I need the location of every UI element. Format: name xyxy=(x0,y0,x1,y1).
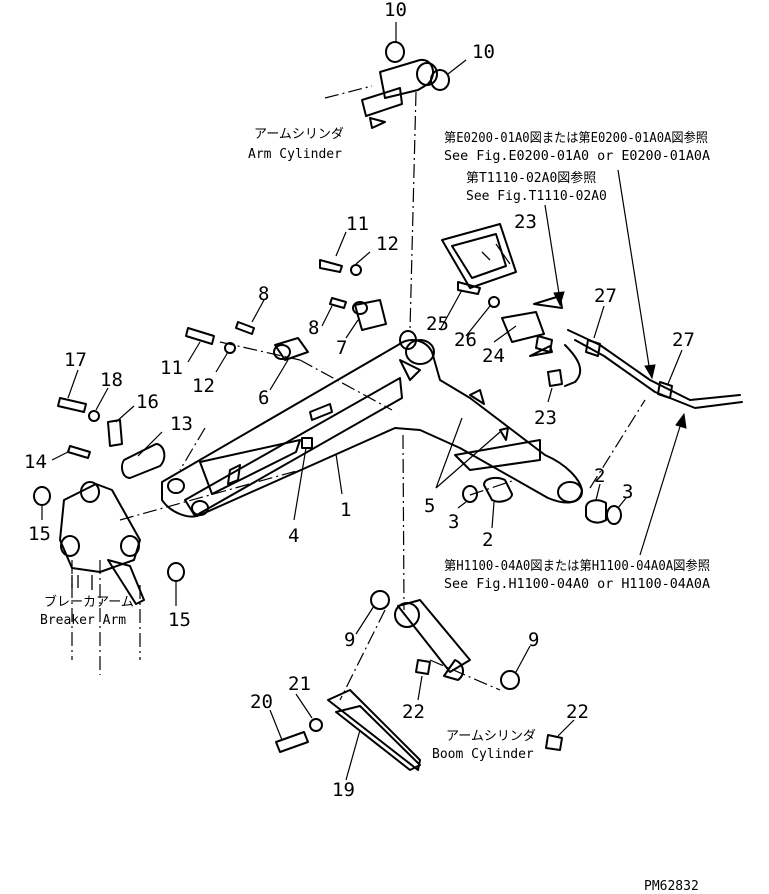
callout-10b: 10 xyxy=(472,41,495,63)
pins-and-bolts xyxy=(57,259,387,479)
callout-22a: 22 xyxy=(402,701,425,723)
hoses xyxy=(535,329,743,409)
callout-9b: 9 xyxy=(528,629,539,651)
reference-note-2-jp: 第T1110-02A0図参照 xyxy=(466,170,596,186)
callout-2a: 2 xyxy=(594,465,605,487)
callout-15a: 15 xyxy=(28,523,51,545)
callout-20: 20 xyxy=(250,691,273,713)
callout-9a: 9 xyxy=(344,629,355,651)
arm-body xyxy=(161,330,583,518)
boom-cylinder-label-jp: アームシリンダ xyxy=(446,729,536,744)
callout-27b: 27 xyxy=(672,329,695,351)
callout-8a: 8 xyxy=(258,283,269,305)
boom-cylinder-label-en: Boom Cylinder xyxy=(432,747,534,762)
drawing-code: PM62832 xyxy=(644,879,699,894)
reference-note-2-en: See Fig.T1110-02A0 xyxy=(466,189,607,204)
callout-27a: 27 xyxy=(594,285,617,307)
callout-2b: 2 xyxy=(482,529,493,551)
washer-10b xyxy=(430,69,450,91)
reference-note-3-jp: 第H1100-04A0図または第H1100-04A0A図参照 xyxy=(444,558,710,574)
captions: アームシリンダ Arm Cylinder 第E0200-01A0図または第E02… xyxy=(40,127,710,762)
seal-3b xyxy=(606,505,622,525)
callout-10a: 10 xyxy=(384,0,407,21)
boom-cylinder-parts xyxy=(370,590,563,751)
reference-note-3-en: See Fig.H1100-04A0 or H1100-04A0A xyxy=(444,577,710,592)
breaker-arm xyxy=(59,481,145,605)
callout-7: 7 xyxy=(336,337,347,359)
callout-5: 5 xyxy=(424,495,435,517)
callout-11a: 11 xyxy=(346,213,369,235)
callout-8b: 8 xyxy=(308,317,319,339)
callout-22b: 22 xyxy=(566,701,589,723)
bushing-2a xyxy=(483,476,513,503)
washer-15b xyxy=(167,562,185,582)
callout-12b: 12 xyxy=(192,375,215,397)
bushing-2b xyxy=(585,499,607,524)
washer-21 xyxy=(309,718,323,732)
callout-1: 1 xyxy=(340,499,351,521)
callout-21: 21 xyxy=(288,673,311,695)
reference-note-1-jp: 第E0200-01A0図または第E0200-01A0A図参照 xyxy=(444,130,708,146)
callout-25: 25 xyxy=(426,313,449,335)
callout-14: 14 xyxy=(24,451,47,473)
seal-3a xyxy=(462,485,478,503)
callout-17: 17 xyxy=(64,349,87,371)
arm-cylinder-label-en: Arm Cylinder xyxy=(248,147,342,162)
callouts: 10 10 11 12 8 8 7 11 12 6 17 18 16 13 14… xyxy=(24,0,695,801)
callout-6: 6 xyxy=(258,387,269,409)
callout-19: 19 xyxy=(332,779,355,801)
callout-26: 26 xyxy=(454,329,477,351)
callout-3a: 3 xyxy=(622,481,633,503)
arm-cylinder-label-jp: アームシリンダ xyxy=(254,127,344,142)
callout-4: 4 xyxy=(288,525,299,547)
guard-plate xyxy=(327,689,421,771)
center-lines xyxy=(71,85,646,701)
callout-12a: 12 xyxy=(376,233,399,255)
bolt-20 xyxy=(275,731,309,753)
callout-3b: 3 xyxy=(448,511,459,533)
work-light xyxy=(441,223,563,387)
washer-15a xyxy=(33,486,51,506)
callout-13: 13 xyxy=(170,413,193,435)
callout-24: 24 xyxy=(482,345,505,367)
callout-16: 16 xyxy=(136,391,159,413)
callout-18: 18 xyxy=(100,369,123,391)
reference-note-1-en: See Fig.E0200-01A0 or E0200-01A0A xyxy=(444,149,710,164)
callout-11b: 11 xyxy=(160,357,183,379)
callout-15b: 15 xyxy=(168,609,191,631)
breaker-arm-label-en: Breaker Arm xyxy=(40,613,126,628)
callout-23b: 23 xyxy=(534,407,557,429)
leader-lines xyxy=(41,22,687,781)
callout-23a: 23 xyxy=(514,211,537,233)
grease-fitting-4 xyxy=(301,437,313,449)
arm-cylinder xyxy=(361,58,438,129)
breaker-arm-label-jp: ブレーカアーム xyxy=(44,594,134,610)
washer-10a xyxy=(385,41,405,63)
